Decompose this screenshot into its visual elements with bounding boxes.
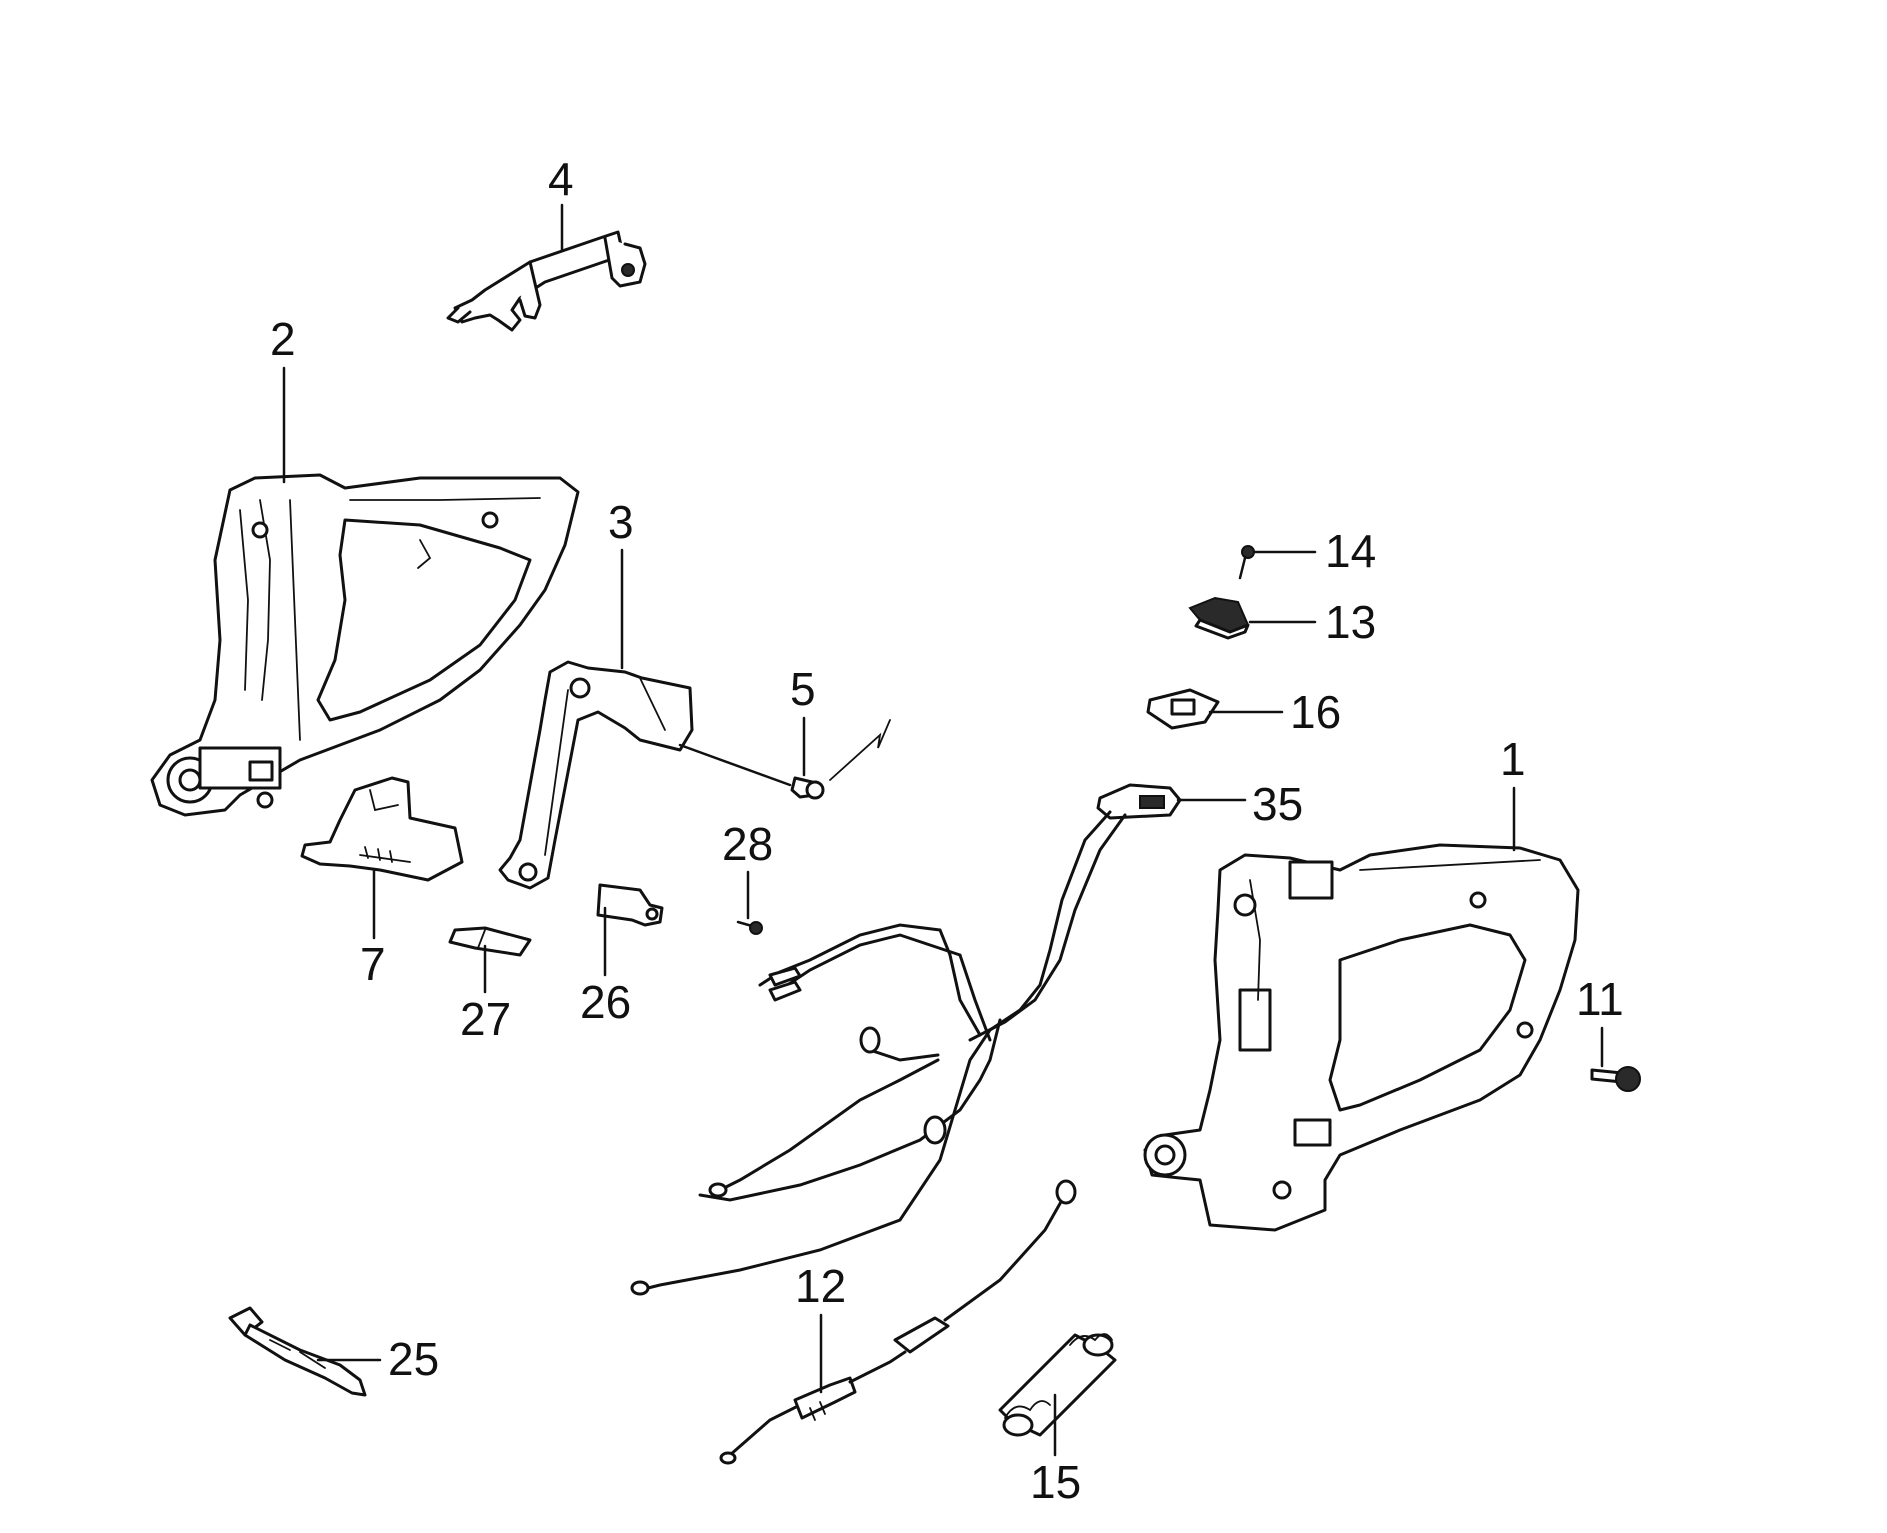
part-13-nut [1188, 596, 1250, 640]
callout-12: 12 [795, 1260, 846, 1394]
callout-2: 2 [270, 313, 296, 484]
part-26-bracket [596, 883, 664, 927]
svg-text:35: 35 [1252, 778, 1303, 830]
part-5-screw [678, 719, 891, 800]
svg-text:16: 16 [1290, 686, 1341, 738]
part-35-wiring-harness [630, 783, 1182, 1296]
svg-text:26: 26 [580, 976, 631, 1028]
part-27-label [448, 926, 532, 957]
callout-1: 1 [1500, 733, 1526, 852]
svg-text:5: 5 [790, 663, 816, 715]
svg-text:28: 28 [722, 818, 773, 870]
svg-text:15: 15 [1030, 1456, 1081, 1508]
callout-7: 7 [360, 868, 386, 990]
part-15-spring [998, 1333, 1117, 1437]
svg-text:3: 3 [608, 496, 634, 548]
callout-14: 14 [1253, 525, 1376, 577]
part-14-screw [1238, 545, 1255, 580]
part-1-right-housing [1143, 843, 1580, 1232]
svg-text:25: 25 [388, 1333, 439, 1385]
part-25-cable-tie [228, 1306, 367, 1397]
svg-text:2: 2 [270, 313, 296, 365]
svg-text:1: 1 [1500, 733, 1526, 785]
svg-text:4: 4 [548, 153, 574, 205]
callout-27: 27 [460, 944, 511, 1045]
svg-text:11: 11 [1576, 973, 1624, 1025]
callout-15: 15 [1030, 1393, 1081, 1508]
svg-text:7: 7 [360, 938, 386, 990]
callout-35: 35 [1176, 778, 1303, 830]
part-7-switch-module [300, 776, 464, 882]
callout-13: 13 [1248, 596, 1376, 648]
callout-28: 28 [722, 818, 773, 920]
part-2-left-housing [150, 473, 580, 817]
part-11-bolt [1590, 1066, 1641, 1092]
callout-25: 25 [316, 1333, 439, 1385]
callout-11: 11 [1576, 973, 1624, 1068]
svg-text:27: 27 [460, 993, 511, 1045]
part-16-label-plate [1146, 688, 1220, 730]
callout-16: 16 [1208, 686, 1341, 738]
part-28-screw [736, 920, 763, 935]
svg-text:13: 13 [1325, 596, 1376, 648]
callout-5: 5 [790, 663, 816, 777]
callout-4: 4 [548, 153, 574, 252]
part-3-switch-lever [498, 660, 694, 890]
svg-text:12: 12 [795, 1260, 846, 1312]
callout-3: 3 [608, 496, 634, 670]
svg-text:14: 14 [1325, 525, 1376, 577]
part-4-trigger-lever [446, 230, 647, 332]
part-12-cable [719, 1179, 1077, 1465]
callout-26: 26 [580, 906, 631, 1028]
